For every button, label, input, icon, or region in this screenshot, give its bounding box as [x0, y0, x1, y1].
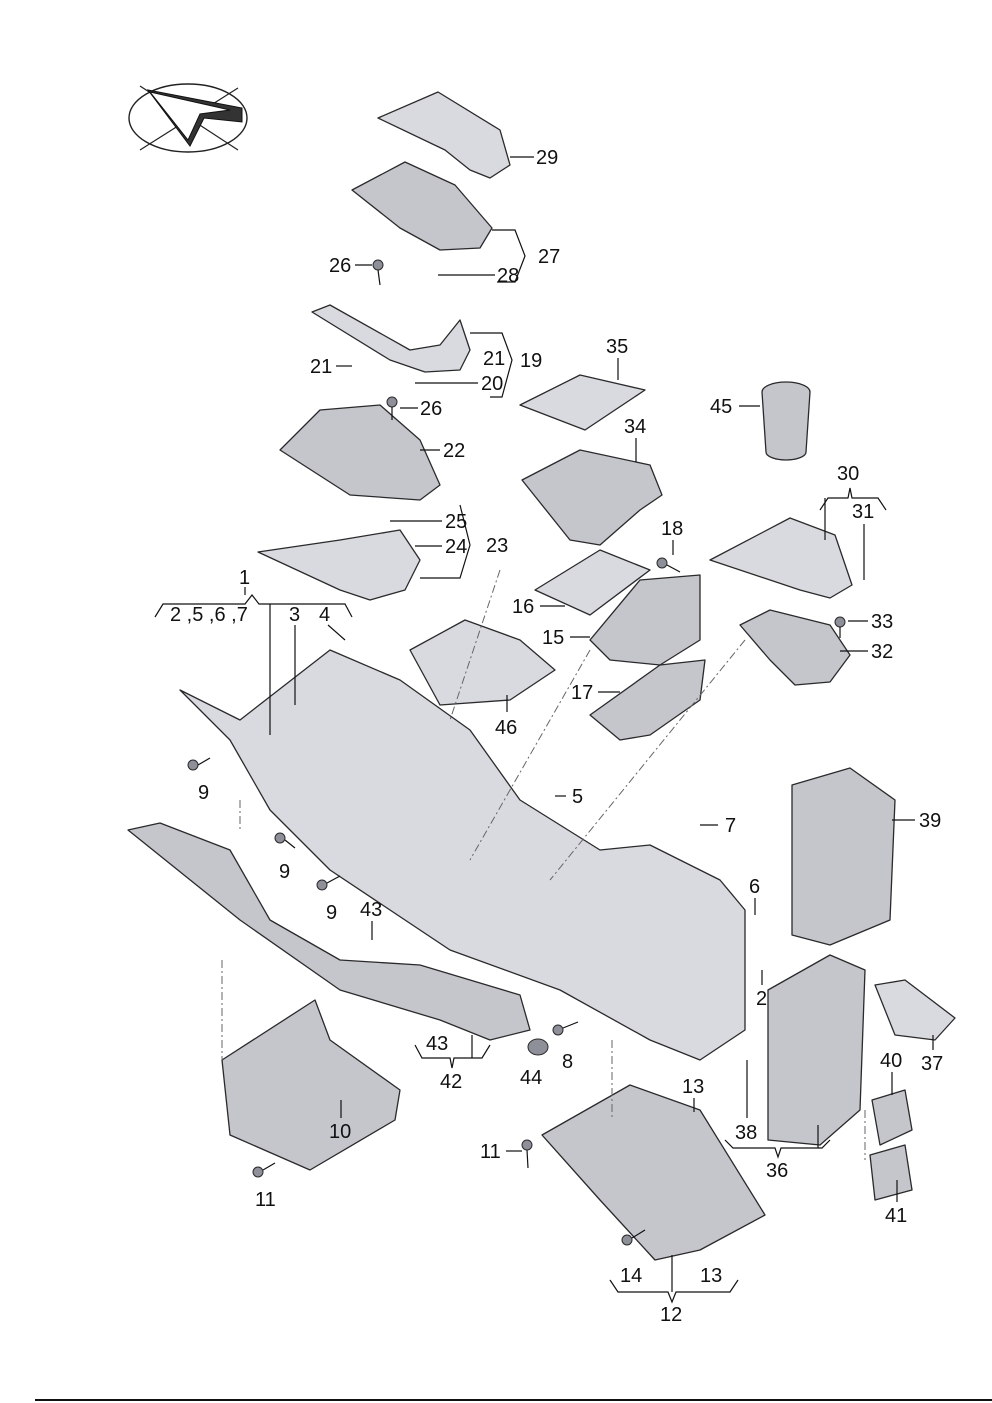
callout-26: 26: [420, 398, 442, 420]
callout-38: 38: [735, 1122, 757, 1144]
callout-29: 29: [536, 147, 558, 169]
part-23-housing: [257, 529, 421, 601]
callout-11: 11: [480, 1141, 501, 1163]
callout-13: 13: [700, 1265, 722, 1287]
part-42-side-trim: [127, 822, 531, 1041]
callout-33: 33: [871, 611, 893, 633]
screw-icon: [521, 1139, 533, 1169]
callout-2-5-6-7: 2 ,5 ,6 ,7: [170, 604, 248, 626]
callout-20: 20: [481, 373, 503, 395]
dashed-guide-lines: [221, 569, 866, 1160]
callout-24: 24: [445, 536, 467, 558]
part-46-cover: [409, 619, 556, 706]
callout-1: 1: [239, 567, 250, 589]
part-main-console: [179, 649, 746, 1061]
callout-8: 8: [562, 1051, 573, 1073]
screw-icon: [621, 1229, 646, 1246]
callout-43: 43: [360, 899, 382, 921]
part-16-mat: [534, 549, 651, 616]
part-17-box: [589, 659, 706, 741]
screw-icon: [316, 875, 341, 891]
callout-34: 34: [624, 416, 646, 438]
screw-icon: [834, 616, 846, 638]
callout-28: 28: [497, 265, 519, 287]
callout-3: 3: [289, 604, 300, 626]
callout-15: 15: [542, 627, 564, 649]
callout-35: 35: [606, 336, 628, 358]
part-36-trim: [767, 954, 866, 1146]
screws: [187, 259, 846, 1246]
callout-5: 5: [572, 786, 583, 808]
callout-43: 43: [426, 1033, 448, 1055]
callout-9: 9: [326, 902, 337, 924]
part-shapes: [127, 91, 956, 1261]
leader-lines: [154, 156, 934, 1304]
part-35-mat: [519, 374, 646, 431]
callout-23: 23: [486, 535, 508, 557]
callout-12: 12: [660, 1304, 682, 1326]
screw-icon: [552, 1021, 579, 1036]
callout-2: 2: [756, 988, 767, 1010]
callout-9: 9: [198, 782, 209, 804]
part-40-cover: [871, 1089, 913, 1146]
callout-26: 26: [329, 255, 351, 277]
part-19-trim: [311, 304, 471, 373]
part-45-cup: [761, 381, 811, 461]
screw-icon: [274, 832, 296, 849]
screw-icon: [372, 259, 384, 286]
part-44-plug: [527, 1038, 549, 1056]
screw-icon: [252, 1162, 276, 1178]
callout-16: 16: [512, 596, 534, 618]
callout-13: 13: [682, 1076, 704, 1098]
callout-30: 30: [837, 463, 859, 485]
part-32-cupholder: [739, 609, 851, 686]
part-37-mat: [874, 979, 956, 1041]
callout-18: 18: [661, 518, 683, 540]
part-29-trim: [377, 91, 511, 179]
callout-27: 27: [538, 246, 560, 268]
callout-36: 36: [766, 1160, 788, 1182]
callout-31: 31: [852, 501, 874, 523]
part-34-tray: [521, 449, 663, 546]
callout-39: 39: [919, 810, 941, 832]
callout-9: 9: [279, 861, 290, 883]
callout-45: 45: [710, 396, 732, 418]
callout-4: 4: [319, 604, 330, 626]
screw-icon: [656, 557, 681, 573]
part-41-cover: [869, 1144, 913, 1201]
callout-44: 44: [520, 1067, 542, 1089]
callout-40: 40: [880, 1050, 902, 1072]
callout-25: 25: [445, 511, 467, 533]
part-22-housing: [279, 404, 441, 501]
callout-37: 37: [921, 1053, 943, 1075]
part-12-bracket: [541, 1084, 766, 1261]
callout-21: 21: [310, 356, 332, 378]
callout-19: 19: [520, 350, 542, 372]
callout-7: 7: [725, 815, 736, 837]
part-10-bracket: [221, 999, 401, 1171]
callout-11: 11: [255, 1189, 276, 1211]
part-30-trim: [709, 517, 853, 599]
callout-46: 46: [495, 717, 517, 739]
callout-21: 21: [483, 348, 505, 370]
callout-22: 22: [443, 440, 465, 462]
part-15-box: [589, 574, 701, 666]
callout-14: 14: [620, 1265, 642, 1287]
callout-32: 32: [871, 641, 893, 663]
part-27-bracket: [351, 161, 493, 251]
part-39-trim: [791, 767, 896, 946]
callout-17: 17: [571, 682, 593, 704]
callout-42: 42: [440, 1071, 462, 1093]
callout-41: 41: [885, 1205, 907, 1227]
screw-icon: [187, 757, 211, 771]
callout-labels: 29 27 28 26 21 19 20 21 26 22 25 23 24 1…: [170, 147, 943, 1326]
callout-6: 6: [749, 876, 760, 898]
callout-10: 10: [329, 1121, 351, 1143]
screw-icon: [386, 396, 398, 420]
orientation-icon: [128, 83, 248, 153]
